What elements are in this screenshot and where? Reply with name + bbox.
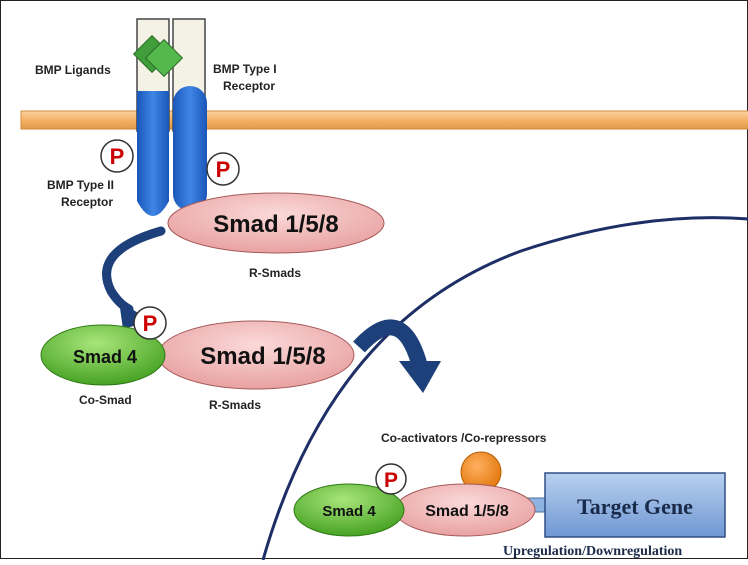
type2-receptor-label-2: Receptor <box>61 195 113 209</box>
regulation-label: Upregulation/Downregulation <box>503 544 682 559</box>
smad158-receptor-bound <box>167 192 385 254</box>
rsmads-top-label: R-Smads <box>249 266 301 280</box>
nucleus-envelope <box>261 216 748 561</box>
phospho-marker-nuclear: P <box>375 463 407 495</box>
smad158-nuc-label: Smad 1/5/8 <box>425 503 509 520</box>
svg-text:P: P <box>216 157 231 182</box>
target-gene-label: Target Gene <box>577 494 693 519</box>
smad4-nuc-label: Smad 4 <box>322 503 376 520</box>
smad158-mid-label: Smad 1/5/8 <box>200 343 325 370</box>
phospho-marker-type1: P <box>206 152 240 186</box>
coactivators-label: Co-activators /Co-repressors <box>381 431 547 445</box>
svg-text:P: P <box>110 144 125 169</box>
phospho-marker-complex: P <box>133 306 167 340</box>
smad158-top-label: Smad 1/5/8 <box>213 211 338 238</box>
cosmad-label: Co-Smad <box>79 393 132 407</box>
type1-receptor-label-1: BMP Type I <box>213 62 277 76</box>
bmp-ligands-label: BMP Ligands <box>35 63 111 77</box>
type1-receptor <box>173 86 207 211</box>
smad4-mid-label: Smad 4 <box>73 347 137 367</box>
smad4-complex <box>40 324 166 386</box>
rsmads-mid-label: R-Smads <box>209 398 261 412</box>
svg-text:P: P <box>384 469 398 492</box>
type1-receptor-label-2: Receptor <box>223 79 275 93</box>
phospho-marker-type2: P <box>100 139 134 173</box>
nuclear-import-arrow <box>353 319 427 366</box>
cell-membrane <box>20 110 748 130</box>
svg-text:P: P <box>143 311 158 336</box>
translocation-arrow-1 <box>102 226 166 314</box>
target-gene-box <box>544 472 726 538</box>
type2-receptor <box>137 91 169 216</box>
bmp-ligand-2 <box>144 38 184 78</box>
type2-receptor-label-1: BMP Type II <box>47 178 114 192</box>
arrowhead-2 <box>399 361 441 393</box>
smad4-nuclear <box>293 483 405 537</box>
